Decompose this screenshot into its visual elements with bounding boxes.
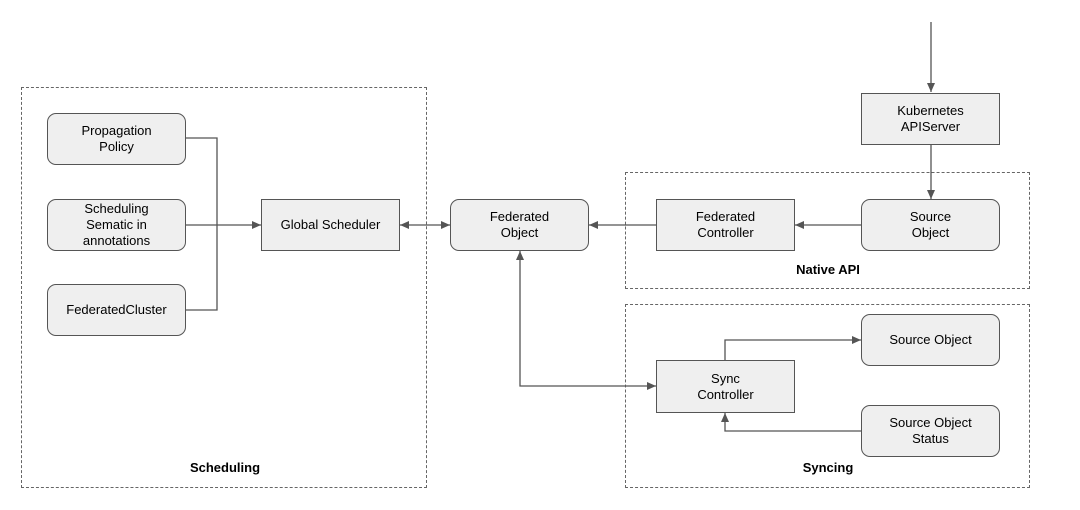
scheduling-group-label: Scheduling xyxy=(189,460,261,475)
sync-controller-node: Sync Controller xyxy=(656,360,795,413)
syncing-group-label: Syncing xyxy=(802,460,854,475)
federated-cluster-node: FederatedCluster xyxy=(47,284,186,336)
scheduling-sematic-node: Scheduling Sematic in annotations xyxy=(47,199,186,251)
kubernetes-apiserver-node: Kubernetes APIServer xyxy=(861,93,1000,145)
scheduling-group xyxy=(21,87,427,488)
global-scheduler-node: Global Scheduler xyxy=(261,199,400,251)
propagation-policy-node: Propagation Policy xyxy=(47,113,186,165)
source-object-native-node: Source Object xyxy=(861,199,1000,251)
native-api-group-label: Native API xyxy=(796,262,860,277)
native-api-group xyxy=(625,172,1030,289)
source-object-sync-node: Source Object xyxy=(861,314,1000,366)
source-object-status-node: Source Object Status xyxy=(861,405,1000,457)
federated-controller-node: Federated Controller xyxy=(656,199,795,251)
federated-object-node: Federated Object xyxy=(450,199,589,251)
syncing-group xyxy=(625,304,1030,488)
